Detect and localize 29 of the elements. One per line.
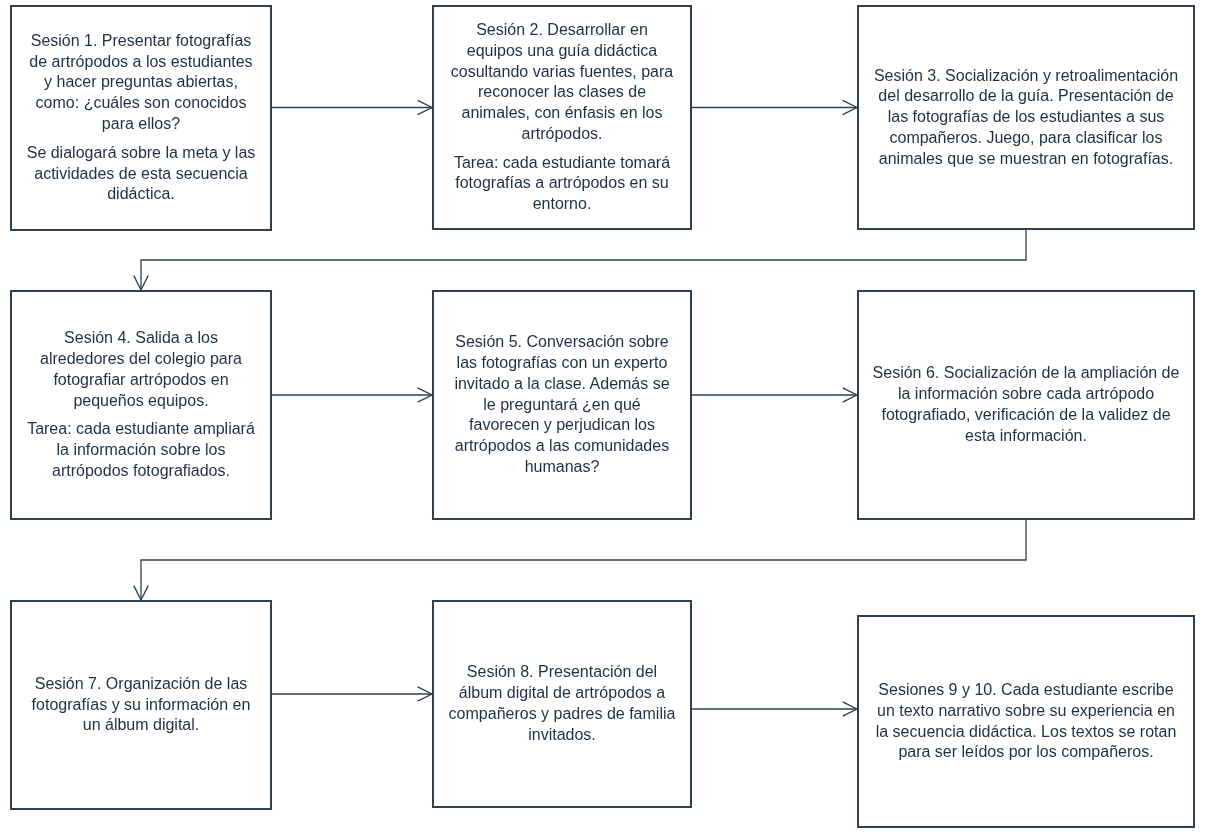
- arrow: [271, 686, 433, 702]
- process-box: [432, 290, 692, 520]
- process-box: [10, 290, 272, 520]
- process-box: [857, 290, 1195, 520]
- step-text: Sesión 6. Socialización de la ampliación de la información sobre cada artrópodo fotografiado, verificación de la validez de esta información.: [871, 363, 1181, 446]
- step-text: Sesión 1. Presentar fotografías de artrópodos a los estudiantes y hacer preguntas abiertas, como: ¿cuáles son conocidos para ellos?: [28, 30, 254, 134]
- process-box: [432, 600, 692, 808]
- arrow: [133, 229, 1027, 291]
- arrow: [133, 519, 1027, 601]
- arrow: [691, 99, 858, 116]
- step-text: Tarea: cada estudiante tomará fotografías a artrópodos en su entorno.: [452, 152, 672, 215]
- arrow: [271, 99, 433, 116]
- process-box: [10, 5, 272, 231]
- step-text: Sesión 8. Presentación del álbum digital de artrópodos a compañeros y padres de familia invitados.: [447, 662, 677, 745]
- step-text: Sesiones 9 y 10. Cada estudiante escribe un texto narrativo sobre su experiencia en la secuencia didáctica. Los textos se rotan para ser leídos por los compañeros.: [874, 679, 1178, 763]
- step-text: Sesión 5. Conversación sobre las fotografías con un experto invitado a la clase. Además se le preguntará ¿en qué favorecen y perjudican los artrópodos a las comunidades humanas?: [453, 332, 671, 477]
- step-text: Sesión 2. Desarrollar en equipos una guía didáctica cosultando varias fuentes, para reconocer las clases de animales, con énfasis en los artrópodos.: [449, 19, 675, 144]
- step-text: Sesión 3. Socialización y retroalimentación del desarrollo de la guía. Presentación de las fotografías de los estudiantes a sus compañeros. Juego, para clasificar los animales que se muestran en fotografías.: [872, 65, 1180, 169]
- step-text: Tarea: cada estudiante ampliará la información sobre los artrópodos fotografiados.: [26, 419, 256, 481]
- step-text: Sesión 4. Salida a los alrededores del colegio para fotografiar artrópodos en pequeños equipos.: [39, 328, 243, 411]
- arrow: [691, 701, 858, 717]
- arrow: [691, 387, 858, 403]
- step-text: Sesión 7. Organización de las fotografías y su información en un álbum digital.: [30, 673, 252, 736]
- process-box: [10, 600, 272, 810]
- process-box: [432, 5, 692, 230]
- step-text: Se dialogará sobre la meta y las actividades de esta secuencia didáctica.: [25, 142, 257, 205]
- arrow: [271, 387, 433, 403]
- process-box: [857, 615, 1195, 828]
- process-box: [857, 5, 1195, 230]
